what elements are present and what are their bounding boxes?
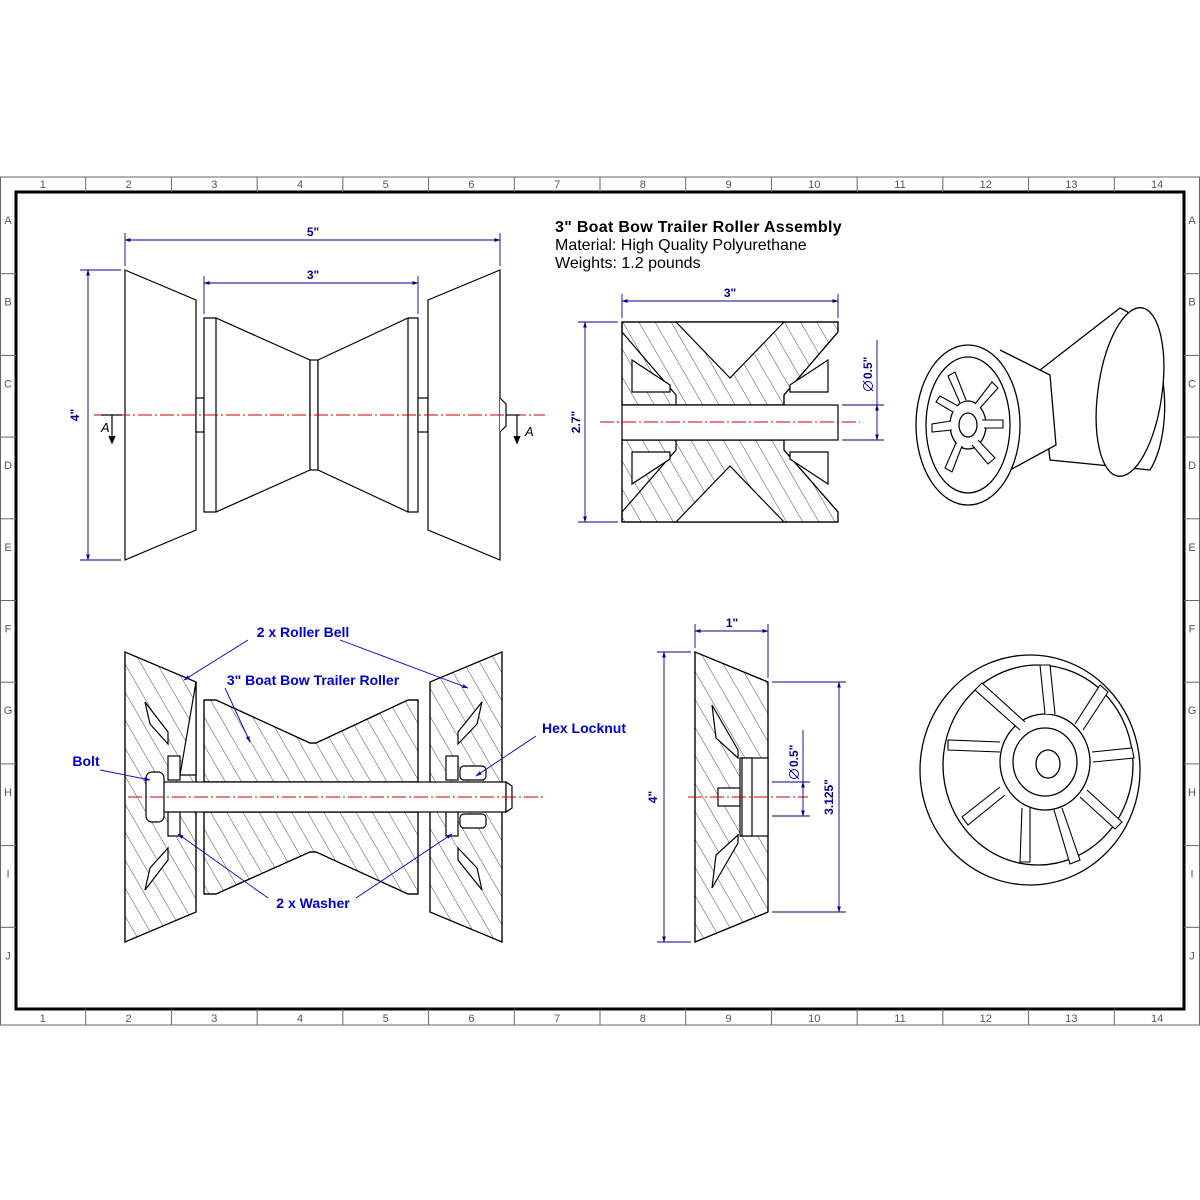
callout-roller: 3" Boat Bow Trailer Roller [227, 672, 400, 688]
grid-column-label: 7 [554, 1013, 560, 1025]
grid-row-label: A [1188, 215, 1196, 227]
grid-column-label: 4 [297, 1013, 303, 1025]
grid-row-label: D [4, 460, 12, 472]
grid-column-label: 1 [40, 179, 46, 191]
grid-row-label: J [1189, 950, 1195, 962]
grid-row-label: I [6, 869, 9, 881]
grid-row-label: A [4, 215, 12, 227]
grid-row-label: B [4, 297, 11, 309]
grid-column-label: 11 [894, 179, 905, 191]
callout-roller-bell: 2 x Roller Bell [257, 624, 350, 640]
dim-overall-width: 5" [307, 225, 319, 239]
grid-column-label: 14 [1151, 1013, 1163, 1025]
grid-row-label: E [4, 542, 11, 554]
callout-leaders [99, 639, 537, 899]
section-marker-left [101, 414, 122, 445]
dim-roller-width: 3" [307, 268, 319, 282]
grid-column-label: 4 [297, 179, 303, 191]
grid-row-label: H [1188, 787, 1196, 799]
dim-bell-bolt-circle: 3.125" [822, 779, 836, 815]
grid-row-label: J [5, 950, 11, 962]
roller-dimensions [578, 294, 884, 523]
grid-column-label: 10 [808, 1013, 820, 1025]
grid-row-label: F [1189, 624, 1196, 636]
grid-column-label: 7 [554, 179, 560, 191]
grid-column-label: 2 [126, 179, 132, 191]
grid-row-label: F [5, 624, 12, 636]
grid-row-label: H [4, 787, 12, 799]
grid-row-label: E [1188, 542, 1195, 554]
grid-row-label: C [4, 378, 12, 390]
grid-row-label: G [4, 705, 13, 717]
dim-roller-diameter: 2.7" [569, 411, 583, 433]
dim-bell-bore-group: 0.5" [787, 745, 801, 780]
dim-bell-width: 1" [726, 616, 738, 630]
grid-column-label: 6 [468, 1013, 474, 1025]
grid-column-label: 3 [211, 1013, 217, 1025]
weight-note: Weights: 1.2 pounds [555, 255, 701, 272]
section-label-left: A [100, 420, 110, 435]
grid-column-label: 5 [383, 179, 389, 191]
grid-column-label: 12 [980, 179, 992, 191]
bell-section-view [694, 651, 769, 943]
dim-roller-bore-group: 0.5" [861, 357, 875, 392]
grid-row-label: D [1188, 460, 1196, 472]
grid-column-label: 14 [1151, 179, 1163, 191]
dim-roller-bore: 0.5" [861, 357, 875, 379]
section-label-right: A [524, 424, 534, 439]
grid-column-label: 13 [1065, 179, 1077, 191]
grid-column-label: 10 [808, 179, 820, 191]
dim-bell-bore: 0.5" [787, 745, 801, 767]
grid-column-label: 9 [726, 179, 732, 191]
grid-row-label: C [1188, 378, 1196, 390]
callout-bolt: Bolt [72, 753, 100, 769]
row-ticks [0, 273, 1200, 928]
grid-column-label: 11 [894, 1013, 905, 1025]
grid-column-label: 9 [726, 1013, 732, 1025]
dim-bell-height: 4" [646, 791, 660, 803]
grid-column-label: 3 [211, 179, 217, 191]
section-marker-right [506, 414, 521, 445]
bell-iso-view [915, 307, 1166, 506]
front-view-dimensions [80, 233, 501, 561]
bell-dimensions [657, 624, 846, 943]
grid-column-label: 2 [126, 1013, 132, 1025]
grid-column-label: 12 [980, 1013, 992, 1025]
callout-hex-locknut: Hex Locknut [542, 720, 626, 736]
grid-column-label: 8 [640, 179, 646, 191]
grid-row-label: I [1190, 869, 1193, 881]
grid-column-label: 6 [468, 179, 474, 191]
grid-column-label: 1 [40, 1013, 46, 1025]
grid-column-label: 13 [1065, 1013, 1077, 1025]
grid-column-label: 5 [383, 1013, 389, 1025]
dim-overall-height: 4" [68, 409, 82, 421]
title-block: 3" Boat Bow Trailer Roller Assembly Mate… [555, 219, 842, 273]
bell-front-iso-view [919, 654, 1141, 886]
callout-washer: 2 x Washer [276, 895, 350, 911]
material-note: Material: High Quality Polyurethane [555, 237, 807, 254]
column-ticks [85, 177, 1115, 1025]
drawing-title: 3" Boat Bow Trailer Roller Assembly [555, 219, 842, 236]
grid-row-label: G [1188, 705, 1197, 717]
roller-section-view [621, 321, 839, 523]
grid-column-label: 8 [640, 1013, 646, 1025]
grid-row-label: B [1188, 297, 1195, 309]
dim-roller-length: 3" [724, 286, 736, 300]
